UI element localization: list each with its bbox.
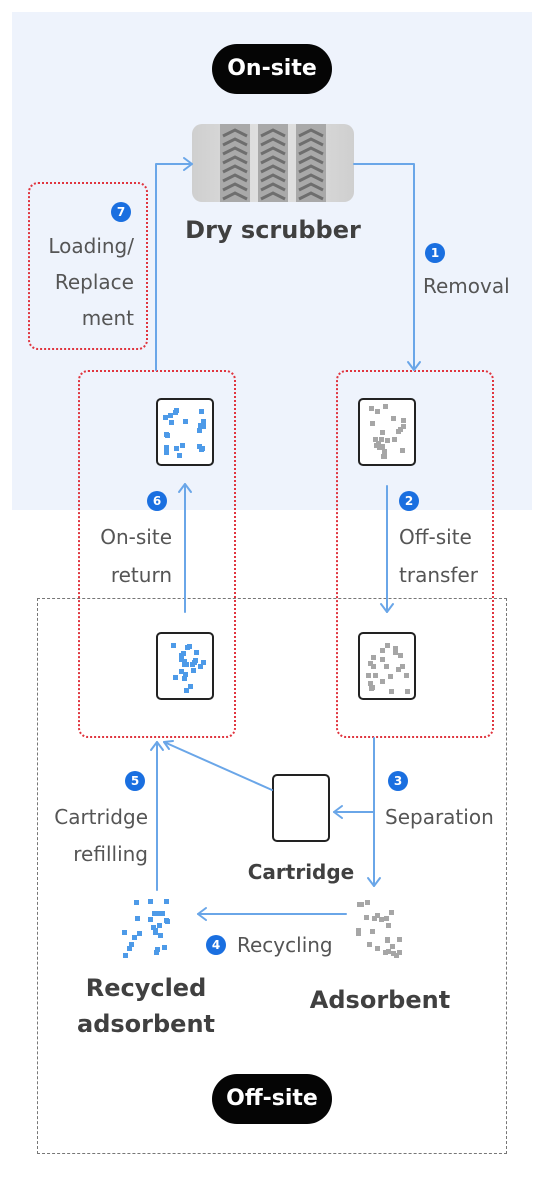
step-7-badge: 7 xyxy=(111,202,131,222)
step-4-badge: 4 xyxy=(206,935,226,955)
step-7-label-line3: ment xyxy=(81,306,134,330)
onsite-label: On-site xyxy=(212,44,332,94)
offsite-zone xyxy=(37,598,507,1154)
arrow-cartridge-to-refill-head xyxy=(163,740,174,750)
fresh-cartridge-icon xyxy=(156,398,214,466)
step-6-label-line1: On-site xyxy=(100,525,172,549)
step-7-label-line1: Loading/ xyxy=(48,234,134,258)
recycled-adsorbent-label-line1: Recycled xyxy=(85,974,207,1002)
arrow-onsite-return-head xyxy=(178,483,192,493)
arrow-loading xyxy=(155,163,193,371)
spent-cartridge-icon xyxy=(358,632,416,700)
step-4-label: Recycling xyxy=(237,933,333,957)
loading-replacement-group xyxy=(28,182,148,350)
step-2-label-line2: transfer xyxy=(399,563,478,587)
empty-cartridge-icon xyxy=(272,774,330,842)
step-6-label-line2: return xyxy=(110,563,172,587)
adsorbent-label: Adsorbent xyxy=(309,986,451,1014)
arrow-loading-head xyxy=(183,157,193,171)
dry-scrubber-icon xyxy=(192,124,354,202)
fresh-cartridge-group xyxy=(78,370,236,738)
cartridge-label: Cartridge xyxy=(247,860,355,884)
arrow-removal xyxy=(353,163,415,371)
step-3-badge: 3 xyxy=(388,771,408,791)
step-7-label-line2: Replace xyxy=(54,270,134,294)
recycled-adsorbent-icon xyxy=(122,899,170,958)
step-2-label-line1: Off-site xyxy=(399,525,472,549)
spent-cartridge-icon xyxy=(358,398,416,466)
arrow-recycling-head xyxy=(197,907,207,921)
step-2-badge: 2 xyxy=(399,491,419,511)
step-5-label-line2: refilling xyxy=(73,842,148,866)
fresh-cartridge-icon xyxy=(156,632,214,700)
step-5-badge: 5 xyxy=(125,771,145,791)
arrow-refilling-head xyxy=(150,741,164,751)
step-5-label-line1: Cartridge xyxy=(54,805,148,829)
arrow-cartridge-to-refill xyxy=(163,741,273,791)
spent-adsorbent-icon xyxy=(356,900,402,958)
onsite-zone xyxy=(12,12,532,510)
recycled-adsorbent-label-line2: adsorbent xyxy=(77,1010,215,1038)
arrow-offsite-transfer-head xyxy=(380,603,394,613)
arrow-removal-head xyxy=(407,361,421,371)
arrow-separation-head xyxy=(367,877,381,887)
offsite-label: Off-site xyxy=(212,1074,332,1124)
arrow-to-cartridge-head xyxy=(333,805,343,819)
step-1-badge: 1 xyxy=(425,243,445,263)
dry-scrubber-label: Dry scrubber xyxy=(185,216,361,244)
step-6-badge: 6 xyxy=(147,491,167,511)
step-3-label: Separation xyxy=(385,805,494,829)
step-1-label: Removal xyxy=(423,274,510,298)
spent-cartridge-group xyxy=(336,370,494,738)
